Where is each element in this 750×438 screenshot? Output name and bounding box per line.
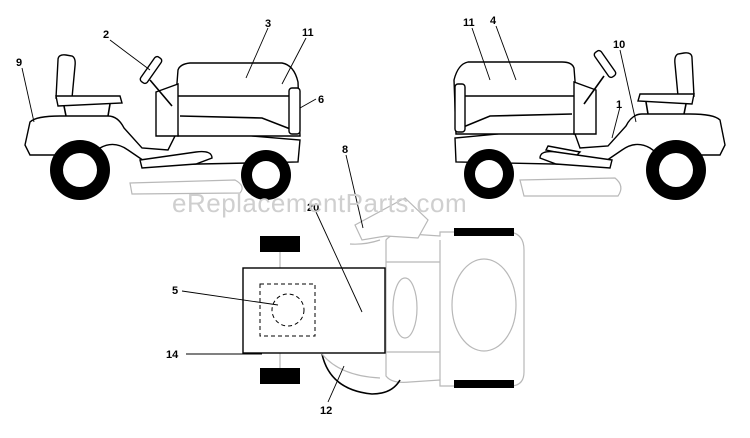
callout-5: 5 bbox=[172, 285, 178, 297]
mower-deck-right bbox=[519, 177, 622, 197]
callout-10: 10 bbox=[613, 39, 625, 51]
front-wheel-top-left bbox=[260, 236, 300, 252]
tractor-right-view bbox=[453, 49, 726, 200]
callout-9: 9 bbox=[16, 57, 22, 69]
tractor-top-view bbox=[242, 197, 525, 395]
leader-lines bbox=[21, 25, 637, 403]
seat-left bbox=[55, 54, 76, 99]
steering-column-left bbox=[149, 79, 173, 107]
callout-14: 14 bbox=[166, 349, 179, 361]
steering-wheel-right bbox=[593, 49, 617, 79]
callout-3: 3 bbox=[265, 18, 271, 30]
callout-6: 6 bbox=[318, 94, 324, 106]
callout-1: 1 bbox=[616, 99, 622, 111]
callout-8: 8 bbox=[342, 144, 348, 156]
decal-dashed-circle bbox=[271, 293, 305, 327]
decal-dashed-outer bbox=[259, 283, 316, 337]
hood-left bbox=[175, 62, 301, 137]
watermark-text: eReplacementParts.com bbox=[172, 188, 467, 218]
headlight-lens-left bbox=[288, 87, 301, 135]
callout-11-left: 11 bbox=[302, 27, 314, 39]
callout-12: 12 bbox=[320, 405, 332, 417]
callout-20: 20 bbox=[307, 202, 319, 214]
mower-deck-left bbox=[129, 179, 243, 195]
hood-top-panel bbox=[242, 267, 386, 354]
tractor-left-view bbox=[24, 54, 301, 200]
rear-tire-top bbox=[454, 228, 514, 236]
grille-right bbox=[454, 83, 466, 133]
steering-wheel-left bbox=[139, 55, 163, 85]
body-outline-top bbox=[385, 231, 525, 387]
callout-4: 4 bbox=[490, 15, 497, 27]
callout-2: 2 bbox=[103, 29, 109, 41]
discharge-chute bbox=[354, 197, 429, 241]
callout-11-right: 11 bbox=[463, 17, 475, 29]
hood-right bbox=[453, 61, 577, 135]
front-wheel-top-right bbox=[260, 368, 300, 384]
callout-labels: 9 2 3 11 6 11 4 10 1 8 20 5 14 12 bbox=[16, 15, 625, 417]
seat-right bbox=[674, 52, 695, 97]
mower-deck-curve bbox=[321, 353, 401, 395]
steering-column-right bbox=[583, 75, 605, 105]
rear-tire-bottom bbox=[454, 380, 514, 388]
